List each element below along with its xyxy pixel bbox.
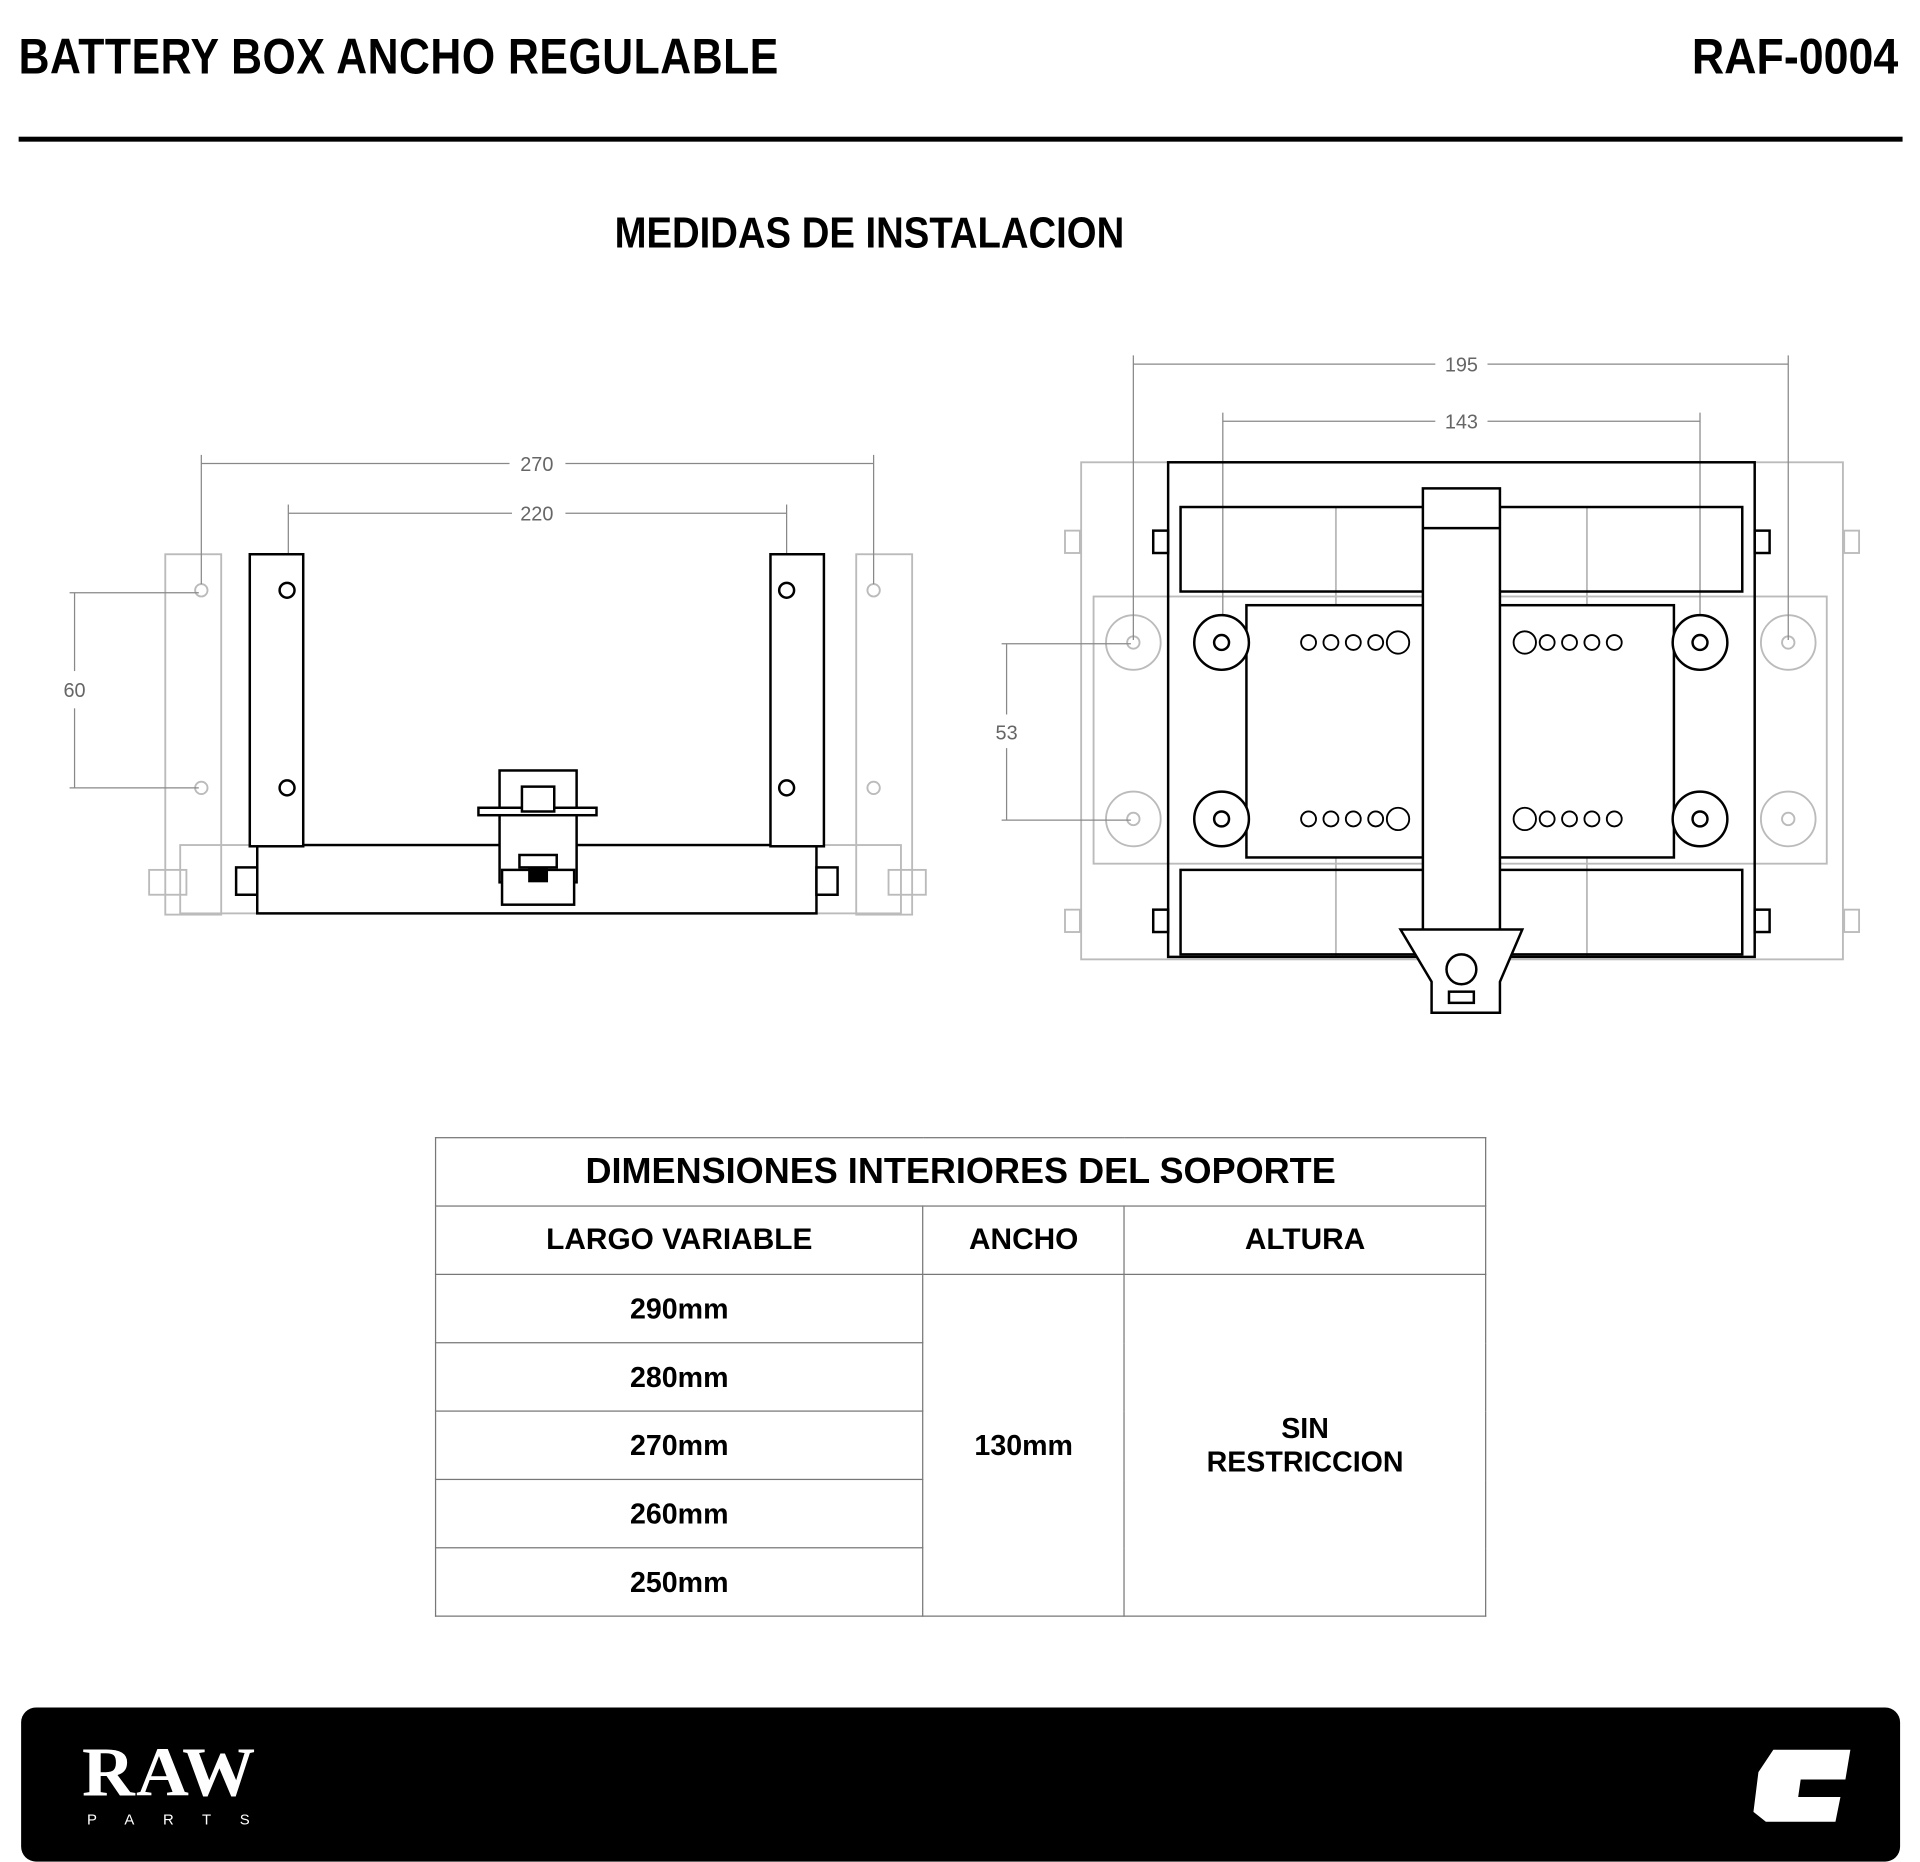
altura-line1: SIN (1281, 1411, 1329, 1445)
frame-body (1151, 461, 1771, 1015)
product-code: RAF-0004 (1692, 29, 1899, 85)
dim-195: 195 (1445, 355, 1478, 377)
header-divider (18, 136, 1903, 142)
dim-220: 220 (520, 504, 553, 526)
largo-cell: 250mm (434, 1547, 924, 1617)
dim-53: 53 (996, 722, 1018, 744)
largo-cell: 260mm (434, 1478, 924, 1549)
altura-line2: RESTRICCION (1206, 1445, 1404, 1478)
top-view-drawing: 195 143 53 (996, 355, 1861, 1015)
section-title: MEDIDAS DE INSTALACION (614, 208, 1125, 258)
dim-143: 143 (1445, 412, 1478, 434)
dimension-lines (69, 454, 875, 789)
bracket-body (234, 553, 839, 915)
table-title: DIMENSIONES INTERIORES DEL SOPORTE (434, 1137, 1487, 1207)
largo-cell: 290mm (434, 1273, 924, 1344)
dimension-lines-top (1001, 355, 1789, 821)
document-title: BATTERY BOX ANCHO REGULABLE (18, 29, 779, 85)
front-view-drawing: 270 220 60 (64, 454, 927, 916)
dim-270: 270 (520, 454, 553, 476)
header-ancho: ANCHO (922, 1205, 1126, 1276)
c-logo-icon (1753, 1749, 1851, 1822)
largo-cell: 280mm (434, 1342, 924, 1412)
brand-subtitle: PARTS (86, 1810, 279, 1829)
footer-bar (21, 1707, 1901, 1862)
brand-logo: RAW (82, 1734, 257, 1812)
largo-cell: 270mm (434, 1410, 924, 1481)
dimensions-table: DIMENSIONES INTERIORES DEL SOPORTE LARGO… (434, 1137, 1487, 1617)
bolt (528, 867, 549, 883)
header-altura: ALTURA (1123, 1205, 1487, 1276)
dim-60: 60 (64, 680, 86, 702)
ancho-cell: 130mm (922, 1273, 1126, 1617)
header-largo: LARGO VARIABLE (434, 1205, 924, 1276)
